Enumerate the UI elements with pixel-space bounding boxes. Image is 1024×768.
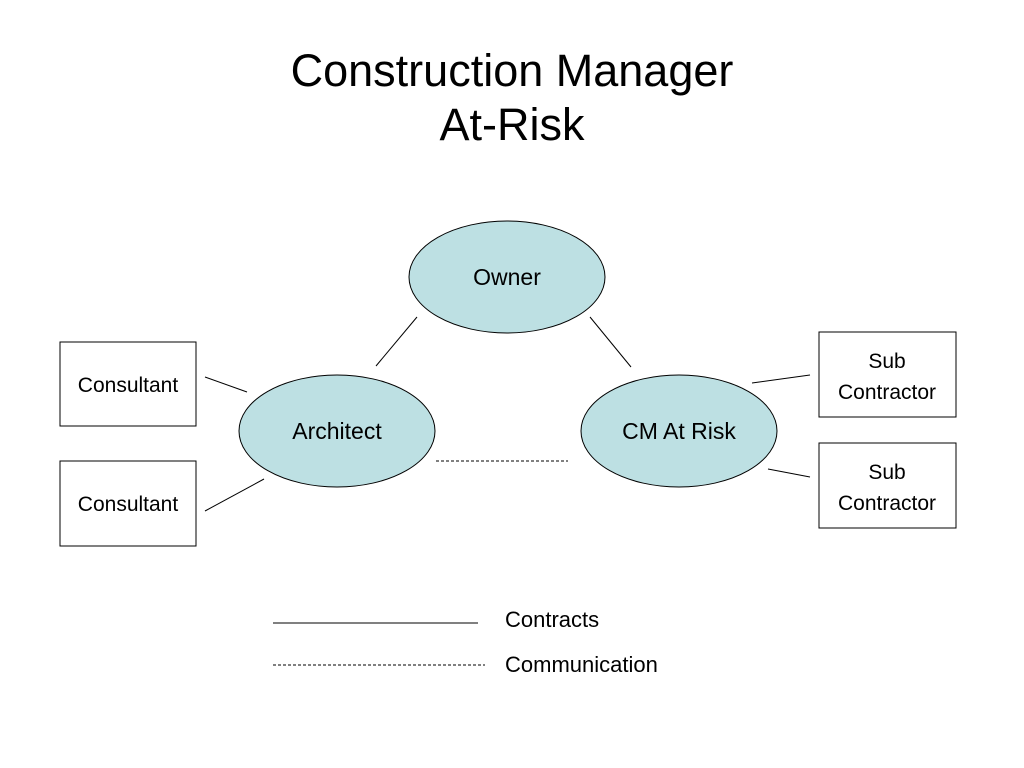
sub-contractor-top-rect — [818, 331, 957, 418]
sub-contractor-top-label-line-2: Contractor — [838, 381, 936, 404]
consultant-top-rect — [59, 341, 197, 427]
architect-consultant-bottom-contract-line — [204, 478, 265, 512]
cm-at-risk-ellipse — [580, 374, 778, 488]
cm-sub-bottom-contract-line — [767, 468, 811, 478]
title-line-2: At-Risk — [439, 99, 585, 150]
owner-cm-contract-line — [589, 316, 632, 368]
cm-sub-top-contract-line — [751, 374, 811, 384]
slide-title: Construction Manager At-Risk — [0, 44, 1024, 152]
legend-communication-label: Communication — [505, 652, 658, 677]
architect-node: Architect — [238, 374, 436, 488]
title-line-1: Construction Manager — [290, 45, 734, 96]
sub-contractor-bottom-rect — [818, 442, 957, 529]
owner-label: Owner — [473, 264, 541, 290]
legend-contracts-label: Contracts — [505, 607, 599, 632]
architect-consultant-top-contract-line — [204, 376, 248, 393]
cm-at-risk-node: CM At Risk — [580, 374, 778, 488]
owner-ellipse — [408, 220, 606, 334]
owner-node: Owner — [408, 220, 606, 334]
consultant-bottom-rect — [59, 460, 197, 547]
sub-contractor-top-box: Sub Contractor — [818, 331, 957, 418]
sub-contractor-bottom-box: Sub Contractor — [818, 442, 957, 529]
consultant-top-box: Consultant — [59, 341, 197, 427]
consultant-bottom-box: Consultant — [59, 460, 197, 547]
architect-ellipse — [238, 374, 436, 488]
legend: Contracts Communication — [273, 607, 658, 677]
consultant-bottom-label: Consultant — [78, 493, 179, 516]
consultant-top-label: Consultant — [78, 374, 179, 397]
owner-architect-contract-line — [375, 316, 418, 367]
sub-contractor-bottom-label-line-1: Sub — [868, 461, 905, 484]
sub-contractor-top-label-line-1: Sub — [868, 350, 905, 373]
architect-label: Architect — [292, 418, 382, 444]
cm-at-risk-label: CM At Risk — [622, 418, 736, 444]
sub-contractor-bottom-label-line-2: Contractor — [838, 492, 936, 515]
